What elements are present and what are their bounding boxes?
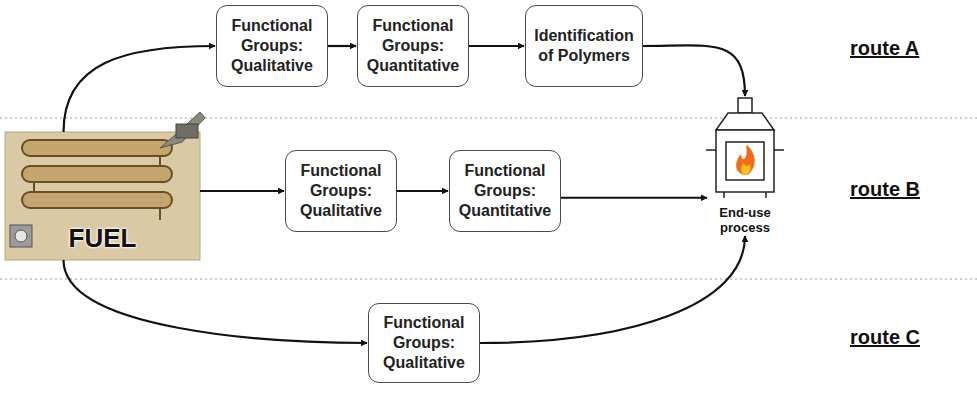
flame-core (741, 163, 751, 175)
conveyor-tube (22, 192, 172, 208)
flow-arrow (561, 197, 707, 199)
flame (736, 145, 755, 175)
box-label: Functional Groups: Qualitative (223, 16, 321, 76)
box-label: Functional Groups: Qualitative (375, 313, 473, 373)
tube-link (159, 156, 161, 166)
box-label: Identification of Polymers (532, 26, 636, 66)
box-label: Functional Groups: Qualitative (292, 161, 390, 221)
separator-line (0, 117, 977, 118)
route-label: route B (850, 178, 920, 201)
conveyor-tube (22, 140, 172, 156)
process-box: Functional Groups: Quantitative (449, 150, 561, 232)
process-box: Identification of Polymers (525, 5, 643, 87)
fuel-source: FUEL (5, 132, 200, 260)
fuel-plant-ground (5, 132, 200, 260)
flow-arrow (480, 236, 745, 343)
screw-feeder (15, 230, 27, 242)
furnace-body (716, 130, 774, 192)
furnace-chimney (738, 98, 752, 113)
flow-arrow (64, 260, 368, 343)
conveyor-tube (22, 166, 172, 182)
flow-arrow (64, 46, 216, 132)
process-box: Functional Groups: Qualitative (285, 150, 397, 232)
screw-feeder (10, 225, 32, 247)
flow-arrow (397, 190, 448, 192)
flow-arrow (200, 190, 284, 192)
box-label: Functional Groups: Quantitative (456, 161, 554, 221)
route-label: route C (850, 326, 920, 349)
furnace-door (726, 142, 764, 180)
process-box: Functional Groups: Qualitative (216, 5, 328, 87)
feed-hopper (176, 124, 198, 138)
furnace-leg (765, 192, 767, 198)
separator-line (0, 278, 977, 279)
tube-link (33, 182, 35, 192)
flow-arrow (469, 45, 524, 47)
furnace-port (706, 149, 716, 151)
flow-arrow (643, 45, 745, 96)
flow-arrow (328, 45, 356, 47)
process-box: Functional Groups: Quantitative (357, 5, 469, 87)
process-box: Functional Groups: Qualitative (368, 303, 480, 383)
route-label: route A (850, 37, 919, 60)
feed-chute (160, 112, 205, 148)
tube-link (159, 208, 161, 220)
end-use-furnace: End-use process (708, 97, 782, 235)
furnace-hood (716, 113, 774, 130)
node-label: End-use process (708, 205, 782, 235)
furnace-port (774, 149, 784, 151)
box-label: Functional Groups: Quantitative (364, 16, 462, 76)
furnace-leg (723, 192, 725, 198)
node-label: FUEL (69, 223, 137, 260)
